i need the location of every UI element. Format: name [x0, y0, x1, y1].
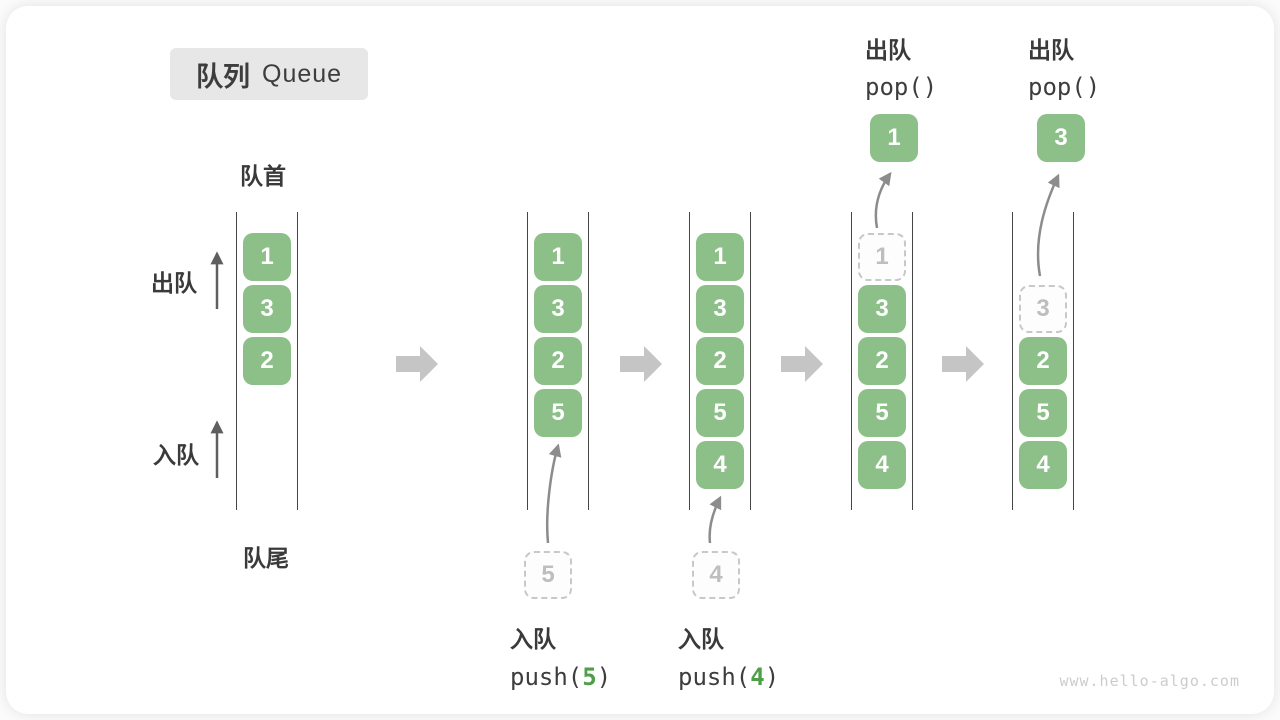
- queue-cell: 5: [534, 389, 582, 437]
- diagram-card: [6, 6, 1274, 714]
- popped-element-1: 1: [870, 114, 918, 162]
- op-label-pop3: 出队 pop(): [1028, 31, 1100, 101]
- queue-cell: 3: [243, 285, 291, 333]
- ghost-cell: 3: [1019, 285, 1067, 333]
- queue-rail-5: 3 2 5 4: [1012, 212, 1074, 510]
- queue-cell: 1: [243, 233, 291, 281]
- code-close: ): [764, 663, 780, 691]
- caption-push4-zh: 入队: [678, 626, 724, 652]
- label-queue-front: 队首: [240, 163, 286, 189]
- code-close: ): [596, 663, 612, 691]
- op-label-pop1: 出队 pop(): [865, 31, 937, 101]
- code-arg: 5: [582, 663, 597, 691]
- caption-push4: 入队 push(4): [678, 620, 779, 691]
- queue-cell: 1: [534, 233, 582, 281]
- op-pop1-zh: 出队: [865, 37, 911, 63]
- op-pop3-zh: 出队: [1028, 37, 1074, 63]
- queue-cell: 4: [858, 441, 906, 489]
- queue-cell: 2: [858, 337, 906, 385]
- incoming-element-4: 4: [692, 551, 740, 599]
- queue-cell: 2: [243, 337, 291, 385]
- caption-push5-zh: 入队: [510, 626, 556, 652]
- queue-cell: 3: [534, 285, 582, 333]
- queue-cell: 5: [696, 389, 744, 437]
- queue-cell: 2: [534, 337, 582, 385]
- queue-rail-2: 1 3 2 5: [527, 212, 589, 510]
- label-enqueue: 入队: [153, 442, 199, 468]
- queue-cell: 3: [858, 285, 906, 333]
- code-open: push(: [678, 663, 751, 691]
- popped-element-3: 3: [1037, 114, 1085, 162]
- queue-cell: 4: [696, 441, 744, 489]
- queue-rail-3: 1 3 2 5 4: [689, 212, 751, 510]
- label-dequeue: 出队: [151, 270, 197, 296]
- incoming-element-5: 5: [524, 551, 572, 599]
- code-arg: 4: [750, 663, 765, 691]
- ghost-cell: 1: [858, 233, 906, 281]
- queue-rail-4: 1 3 2 5 4: [851, 212, 913, 510]
- code-open: push(: [510, 663, 583, 691]
- watermark: www.hello-algo.com: [1059, 672, 1240, 690]
- title-zh: 队列: [196, 61, 250, 92]
- queue-cell: 5: [1019, 389, 1067, 437]
- op-pop3-code: pop(): [1028, 73, 1101, 101]
- queue-cell: 4: [1019, 441, 1067, 489]
- title-box: 队列 Queue: [170, 48, 369, 100]
- title-en: Queue: [262, 59, 343, 88]
- queue-cell: 5: [858, 389, 906, 437]
- queue-cell: 1: [696, 233, 744, 281]
- queue-rail-1: 1 3 2: [236, 212, 298, 510]
- label-queue-rear: 队尾: [243, 545, 289, 571]
- queue-cell: 3: [696, 285, 744, 333]
- op-pop1-code: pop(): [865, 73, 938, 101]
- caption-push5: 入队 push(5): [510, 620, 611, 691]
- caption-push4-code: push(4): [678, 663, 779, 691]
- queue-cell: 2: [1019, 337, 1067, 385]
- queue-cell: 2: [696, 337, 744, 385]
- caption-push5-code: push(5): [510, 663, 611, 691]
